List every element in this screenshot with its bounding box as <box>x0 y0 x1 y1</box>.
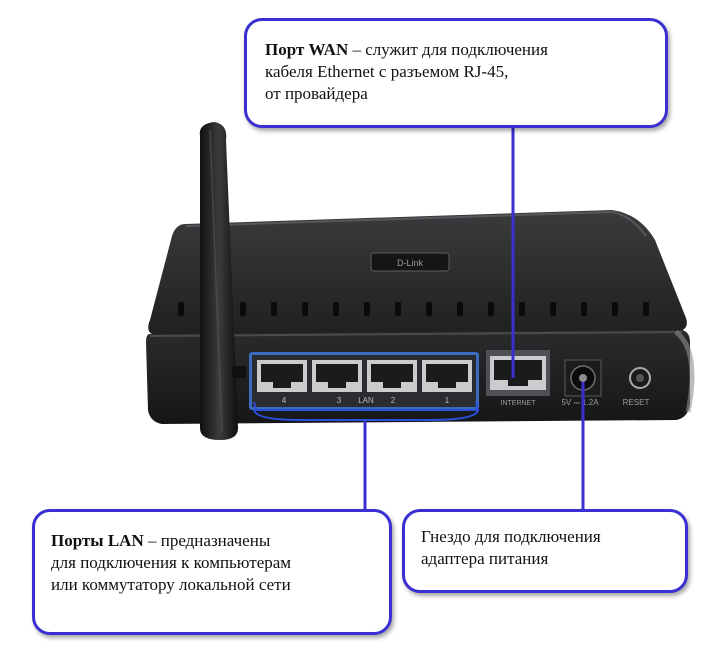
lan-callout-line1: – предназначены <box>143 531 271 550</box>
wan-callout-line1: – служит для подключения <box>348 40 548 59</box>
lan-port-number-3: 3 <box>337 396 342 405</box>
lan-port-2 <box>367 360 417 392</box>
lan-port-3 <box>312 360 362 392</box>
lan-callout-line2: для подключения к компьютерам <box>51 553 292 572</box>
wan-callout-title: Порт WAN <box>265 40 349 59</box>
brand-label: D-Link <box>397 258 424 268</box>
lan-group-label: LAN <box>358 396 374 405</box>
wan-port-label: INTERNET <box>501 400 537 407</box>
wan-port-callout: Порт WAN – служит для подключения кабеля… <box>244 18 668 128</box>
power-callout-line2: адаптера питания <box>421 549 549 568</box>
wan-callout-line3: от провайдера <box>265 84 368 103</box>
lan-port-number-2: 2 <box>391 396 396 405</box>
power-jack-callout: Гнездо для подключения адаптера питания <box>402 509 688 593</box>
lan-port-number-1: 1 <box>445 396 450 405</box>
callout-connectors <box>363 126 585 512</box>
reset-label: RESET <box>623 398 650 407</box>
lan-callout-line3: или коммутатору локальной сети <box>51 575 291 594</box>
power-callout-line1: Гнездо для подключения <box>421 527 601 546</box>
antenna <box>199 122 246 440</box>
lan-callout-title: Порты LAN <box>51 531 144 550</box>
lan-port-4 <box>257 360 307 392</box>
lan-port-number-4: 4 <box>282 396 287 405</box>
reset-button <box>629 367 651 389</box>
vent-slots <box>178 302 649 316</box>
power-label: 5V ⎓ 1.2A <box>561 398 599 407</box>
wan-callout-line2: кабеля Ethernet с разъемом RJ-45, <box>265 62 509 81</box>
lan-port-1 <box>422 360 472 392</box>
wan-port <box>486 350 550 396</box>
lan-ports-callout: Порты LAN – предназначены для подключени… <box>32 509 392 635</box>
